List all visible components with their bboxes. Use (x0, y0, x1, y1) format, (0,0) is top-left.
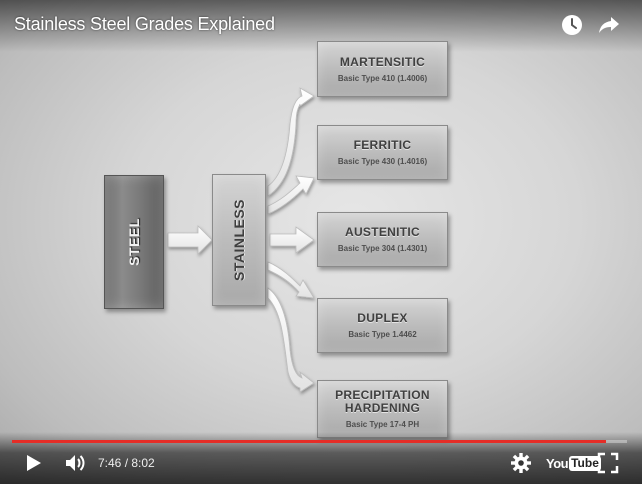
grade-basic-type: Basic Type 430 (1.4016) (337, 157, 428, 166)
grade-name: FERRITIC (353, 138, 412, 152)
grade-ferritic: FERRITIC Basic Type 430 (1.4016) (317, 125, 448, 180)
stainless-block: STAINLESS (212, 174, 266, 306)
youtube-logo-you: You (546, 455, 569, 471)
grade-austenitic: AUSTENITIC Basic Type 304 (1.4301) (317, 212, 448, 267)
clock-icon[interactable] (560, 13, 584, 37)
grade-basic-type: Basic Type 410 (1.4006) (337, 73, 428, 83)
grade-precipitation-hardening: PRECIPITATION HARDENING Basic Type 17-4 … (317, 380, 448, 438)
grade-name: AUSTENITIC (345, 225, 420, 239)
grade-duplex: DUPLEX Basic Type 1.4462 (317, 298, 448, 353)
stainless-label: STAINLESS (231, 198, 247, 282)
arrow-to-ferritic (267, 175, 315, 215)
arrow-steel-to-stainless (167, 225, 213, 255)
youtube-logo-tube: Tube (569, 455, 601, 471)
steel-label: STEEL (126, 218, 142, 266)
volume-icon[interactable] (64, 453, 86, 473)
play-icon[interactable] (23, 453, 43, 473)
fullscreen-icon[interactable] (597, 452, 619, 474)
progress-bar[interactable] (12, 440, 627, 443)
video-title[interactable]: Stainless Steel Grades Explained (14, 14, 275, 34)
gear-icon[interactable] (510, 452, 532, 474)
grade-name: MARTENSITIC (339, 54, 426, 69)
grade-name: PRECIPITATION HARDENING (335, 388, 430, 415)
arrow-to-austenitic (269, 226, 315, 254)
arrow-to-precipitation (267, 287, 315, 393)
progress-fill (12, 440, 607, 443)
youtube-logo[interactable]: You Tube (546, 455, 601, 471)
grade-name: DUPLEX (357, 311, 408, 325)
grade-basic-type: Basic Type 1.4462 (348, 330, 417, 339)
time-display: 7:46 / 8:02 (98, 456, 155, 470)
share-icon[interactable] (597, 13, 621, 37)
grade-basic-type: Basic Type 304 (1.4301) (337, 244, 428, 253)
arrow-to-duplex (267, 261, 315, 299)
grade-basic-type: Basic Type 17-4 PH (345, 420, 420, 429)
grade-martensitic: MARTENSITIC Basic Type 410 (1.4006) (317, 41, 448, 97)
steel-block: STEEL (104, 175, 164, 309)
arrow-to-martensitic (267, 87, 315, 197)
